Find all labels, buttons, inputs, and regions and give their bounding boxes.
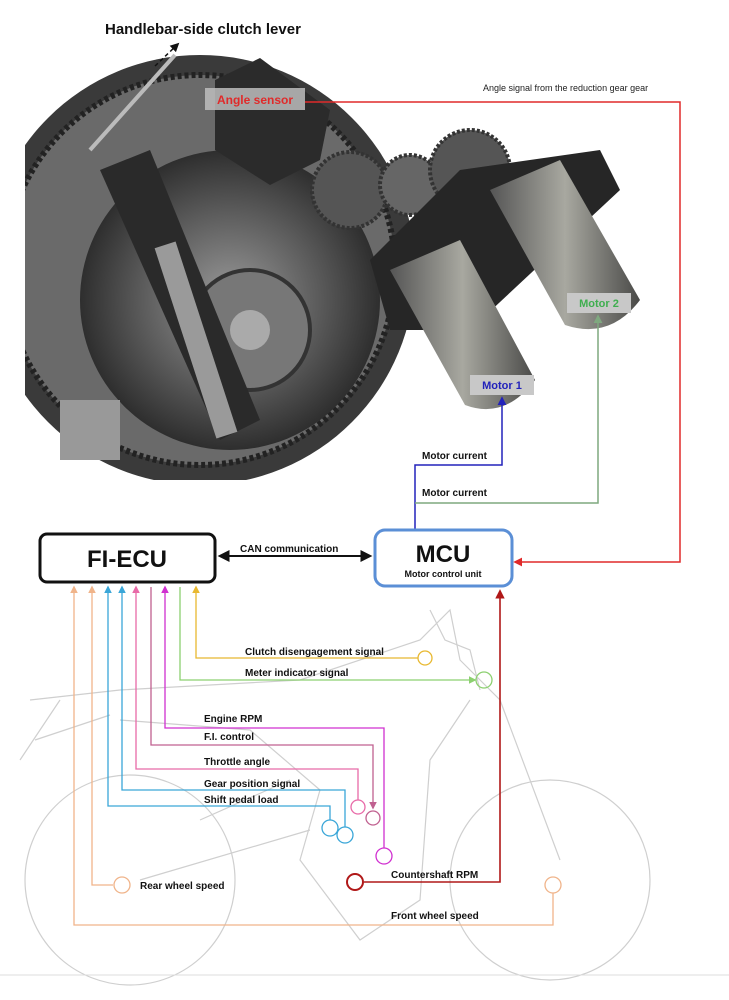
meter-signal-label: Meter indicator signal [245, 668, 349, 679]
throttle-angle-line [132, 585, 359, 800]
engine-rpm-sensor-icon [375, 847, 393, 865]
can-label: CAN communication [240, 544, 338, 555]
clutch-lever-arrow [154, 42, 180, 67]
angle-signal-line [305, 101, 681, 567]
motorcycle-outline [0, 608, 729, 986]
front-wheel-speed-label: Front wheel speed [391, 911, 479, 922]
clutch-signal-line [192, 585, 418, 659]
countershaft-sensor-icon [346, 873, 364, 891]
gear-position-sensor-icon [336, 826, 354, 844]
gear-train-image [215, 58, 640, 410]
shift-pedal-label: Shift pedal load [204, 795, 278, 806]
throttle-sensor-icon [350, 799, 366, 815]
motor1-current-label: Motor current [422, 451, 488, 462]
motor2-label-bg [567, 293, 631, 313]
motor1-current-line [414, 396, 507, 532]
engine-rpm-label: Engine RPM [204, 714, 262, 725]
rear-wheel-speed-label: Rear wheel speed [140, 881, 224, 892]
motor1-label: Motor 1 [482, 380, 522, 392]
angle-sensor-label-bg [205, 88, 305, 110]
angle-sensor-label: Angle sensor [217, 93, 293, 107]
shift-pedal-line [104, 585, 331, 820]
gear-position-line [118, 585, 346, 827]
engine-rpm-line [161, 585, 385, 848]
motor1-label-bg [470, 375, 534, 395]
countershaft-rpm-line [364, 589, 505, 883]
mcu-label: MCU [416, 541, 471, 568]
injector-icon [365, 810, 381, 826]
throttle-angle-label: Throttle angle [204, 757, 271, 768]
shift-pedal-sensor-icon [321, 819, 339, 837]
motor2-current-line [415, 314, 603, 504]
mcu-sublabel: Motor control unit [405, 569, 482, 579]
rear-wheel-sensor-icon [113, 876, 131, 894]
gear-position-label: Gear position signal [204, 779, 300, 790]
countershaft-rpm-label: Countershaft RPM [391, 870, 478, 881]
clutch-signal-label: Clutch disengagement signal [245, 647, 384, 658]
rear-wheel-speed-line [88, 585, 113, 886]
meter-icon [475, 671, 493, 689]
fi-control-label: F.I. control [204, 732, 254, 743]
meter-signal-line [179, 587, 477, 684]
angle-signal-label: Angle signal from the reduction gear gea… [483, 83, 648, 93]
front-wheel-speed-line [70, 585, 554, 926]
fi-ecu-box [38, 532, 217, 584]
clutch-mechanism-image [25, 40, 415, 480]
fi-ecu-label: FI-ECU [87, 546, 167, 573]
title: Handlebar-side clutch lever [105, 21, 301, 38]
mcu-box [373, 528, 514, 588]
fi-control-line [150, 587, 377, 810]
motor2-label: Motor 2 [579, 298, 619, 310]
front-wheel-sensor-icon [544, 876, 562, 894]
motor2-current-label: Motor current [422, 488, 488, 499]
clutch-sensor-icon [417, 650, 433, 666]
